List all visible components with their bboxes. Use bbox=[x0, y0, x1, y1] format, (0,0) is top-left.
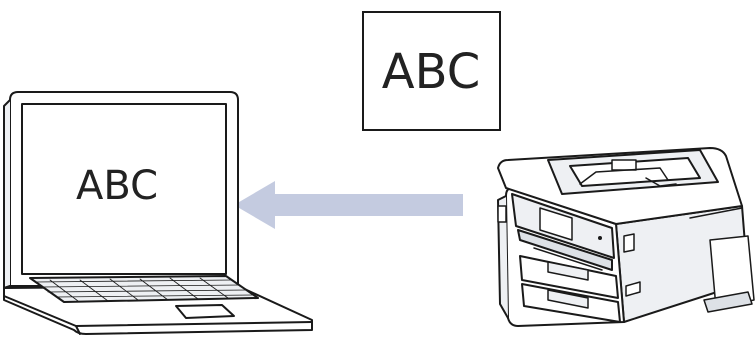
output-tray bbox=[517, 229, 613, 271]
printer-scanner bbox=[497, 147, 755, 327]
document-page bbox=[362, 11, 501, 131]
touchscreen bbox=[539, 207, 573, 241]
laptop-screen-text: ABC bbox=[76, 163, 158, 209]
scanned-document: ABC bbox=[362, 11, 501, 131]
laptop-trackpad bbox=[175, 304, 235, 319]
document-text: ABC bbox=[382, 44, 480, 100]
laptop-computer: ABC bbox=[3, 91, 313, 335]
laptop-screen bbox=[21, 103, 227, 275]
arrow-shape bbox=[234, 181, 463, 229]
transfer-arrow bbox=[234, 181, 463, 229]
